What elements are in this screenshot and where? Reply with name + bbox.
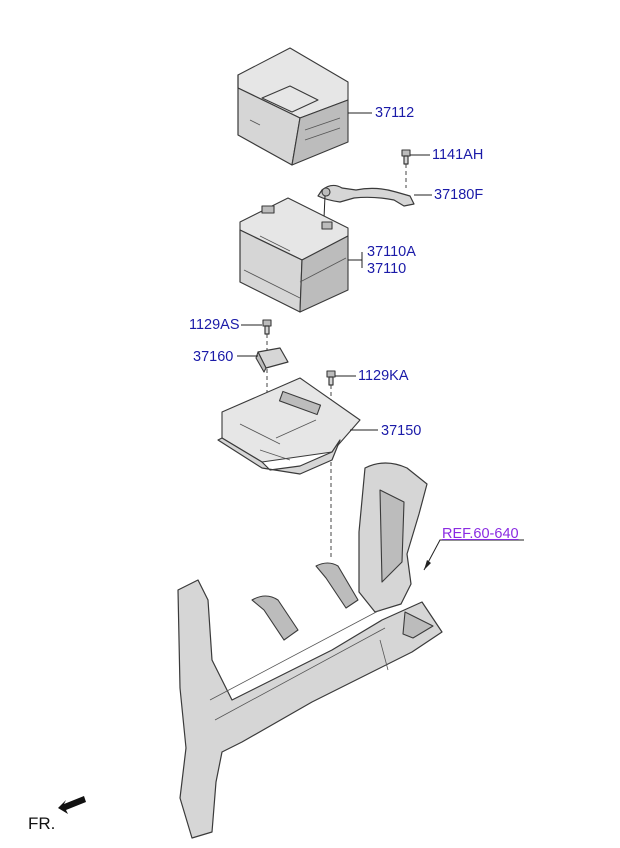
battery-tray[interactable] xyxy=(217,377,361,475)
bolt-1141ah[interactable] xyxy=(401,149,411,165)
label-1141ah[interactable]: 1141AH xyxy=(432,147,484,163)
bolt-1129ka[interactable] xyxy=(326,370,336,386)
reference-link[interactable]: REF.60-640 xyxy=(442,526,519,542)
battery[interactable] xyxy=(239,197,349,313)
label-1129as[interactable]: 1129AS xyxy=(189,317,240,333)
battery-cover[interactable] xyxy=(237,47,349,166)
label-37112[interactable]: 37112 xyxy=(375,105,415,121)
label-37180f[interactable]: 37180F xyxy=(434,187,484,203)
bolt-1129as[interactable] xyxy=(262,319,272,335)
battery-clamp[interactable] xyxy=(255,347,289,373)
label-1129ka[interactable]: 1129KA xyxy=(358,368,409,384)
body-frame[interactable] xyxy=(177,462,443,839)
label-37110[interactable]: 37110 xyxy=(367,261,407,277)
label-37150[interactable]: 37150 xyxy=(381,423,422,439)
arrow-down-left-icon xyxy=(58,796,86,814)
battery-cable[interactable] xyxy=(317,184,415,219)
front-direction-label: FR. xyxy=(28,814,56,833)
label-37110a[interactable]: 37110A xyxy=(367,244,416,260)
leader-reference xyxy=(423,539,524,571)
label-37160[interactable]: 37160 xyxy=(193,349,234,365)
